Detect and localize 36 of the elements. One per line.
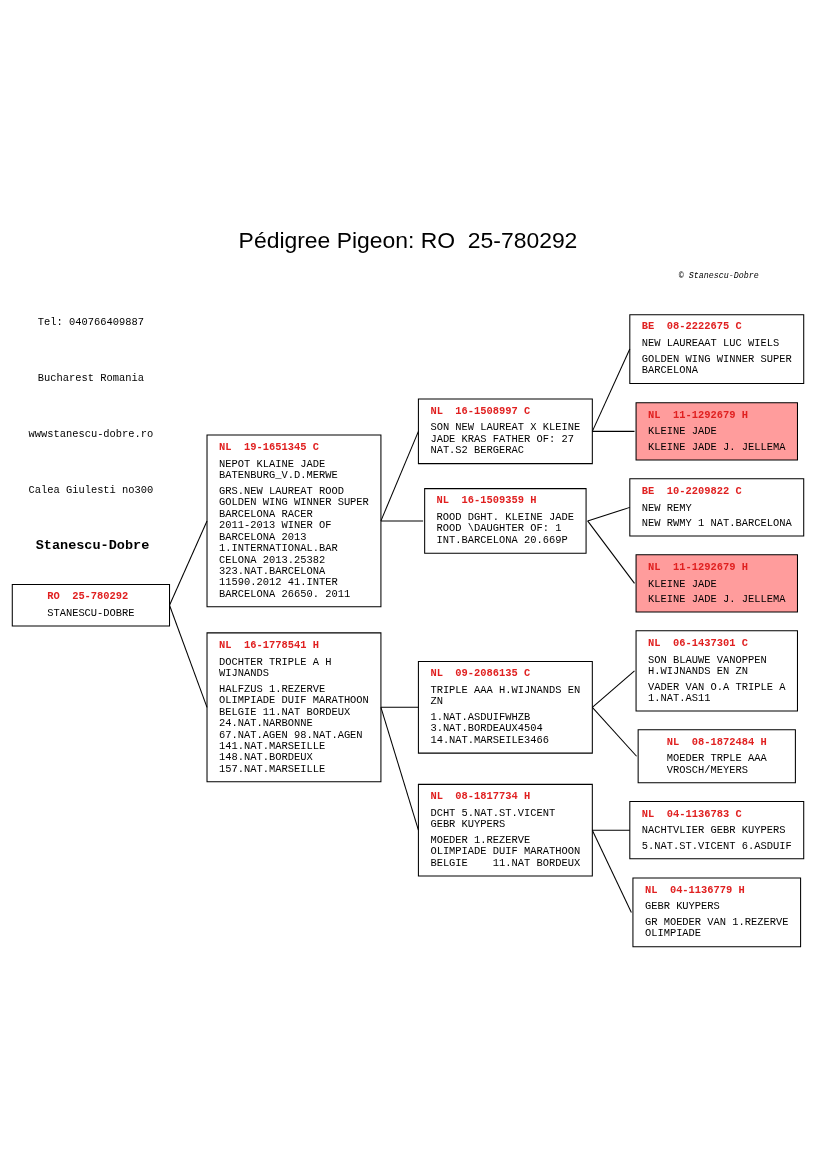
connector: [591, 670, 635, 708]
label: Tel: 040766409887: [37, 315, 144, 328]
node-box: NL 08-1817734 H DCHT 5.NAT.ST.VICENT GEBR KUYPERS MOEDER 1.REZERVE OLIMPIADE DUIF MARATHOON BELGIE 11.NAT BORDEUX: [417, 783, 593, 877]
node-box: NL 04-1136783 C NACHTVLIER GEBR KUYPERS 5.NAT.ST.VICENT 6.ASDUIF: [629, 801, 805, 860]
connector: [169, 604, 208, 708]
connector: [591, 430, 635, 432]
node-box: NL 06-1437301 C SON BLAUWE VANOPPEN H.WIJNANDS EN ZN VADER VAN O.A TRIPLE A 1.NAT.AS11: [635, 630, 798, 712]
node-box: NL 08-1872484 H MOEDER TRPLE AAA VROSCH/MEYERS: [637, 729, 796, 784]
node-box: NL 09-2086135 C TRIPLE AAA H.WIJNANDS EN ZN 1.NAT.ASDUIFWHZB 3.NAT.BORDEAUX4504 14.NAT.MARSEILE3466: [417, 661, 593, 754]
node-box: NL 11-1292679 H KLEINE JADE KLEINE JADE J. JELLEMA: [635, 554, 798, 613]
node-box: BE 08-2222675 C NEW LAUREAAT LUC WIELS GOLDEN WING WINNER SUPER BARCELONA: [629, 314, 805, 384]
connector: [587, 520, 635, 584]
label: Stanescu-Dobre: [35, 538, 150, 554]
connector: [169, 520, 208, 606]
node-box: RO 25-780292 STANESCU-DOBRE: [11, 583, 171, 627]
connector: [587, 506, 631, 522]
connector: [380, 430, 419, 522]
node-box: NL 11-1292679 H KLEINE JADE KLEINE JADE J. JELLEMA: [635, 402, 798, 461]
connector: [380, 706, 419, 708]
node-box: NL 04-1136779 H GEBR KUYPERS GR MOEDER VAN 1.REZERVE OLIMPIADE: [632, 877, 802, 948]
label: wwwstanescu-dobre.ro: [28, 428, 154, 441]
connector: [591, 348, 631, 432]
node-box: NL 16-1778541 H DOCHTER TRIPLE A H WIJNANDS HALFZUS 1.REZERVE OLIMPIADE DUIF MARATHOON BELGIE 11.NAT BORDEUX 24.NAT.NARBONNE 67.NAT.AGEN 98.NAT.AGEN 141.NAT.MARSEILLE 148.NAT.BORDEUX 157.NAT.MARSEILLE: [206, 632, 382, 783]
connector: [380, 520, 424, 522]
connector: [591, 829, 631, 831]
node-box: NL 16-1508997 C SON NEW LAUREAT X KLEINE JADE KRAS FATHER OF: 27 NAT.S2 BERGERAC: [417, 398, 593, 465]
node-box: NL 19-1651345 C NEPOT KLAINE JADE BATENBURG_V.D.MERWE GRS.NEW LAUREAT ROOD GOLDEN WING WINNER SUPER BARCELONA RACER 2011-2013 WINER OF BARCELONA 2013 1.INTERNATIONAL.BAR CELONA 2013.25382 323.NAT.BARCELONA 11590.2012 41.INTER BARCELONA 26650. 2011: [206, 434, 382, 608]
node-box: NL 16-1509359 H ROOD DGHT. KLEINE JADE ROOD \DAUGHTER OF: 1 INT.BARCELONA 20.669P: [424, 488, 587, 554]
label: © Stanescu-Dobre: [678, 271, 759, 282]
label: Calea Giulesti no300: [28, 484, 154, 497]
label: Bucharest Romania: [37, 371, 144, 384]
connector: [591, 706, 638, 757]
node-box: BE 10-2209822 C NEW REMY NEW RWMY 1 NAT.BARCELONA: [629, 478, 805, 537]
diagram-title: Pédigree Pigeon: RO 25-780292: [238, 226, 578, 253]
connector: [380, 706, 419, 831]
connector: [591, 829, 632, 913]
